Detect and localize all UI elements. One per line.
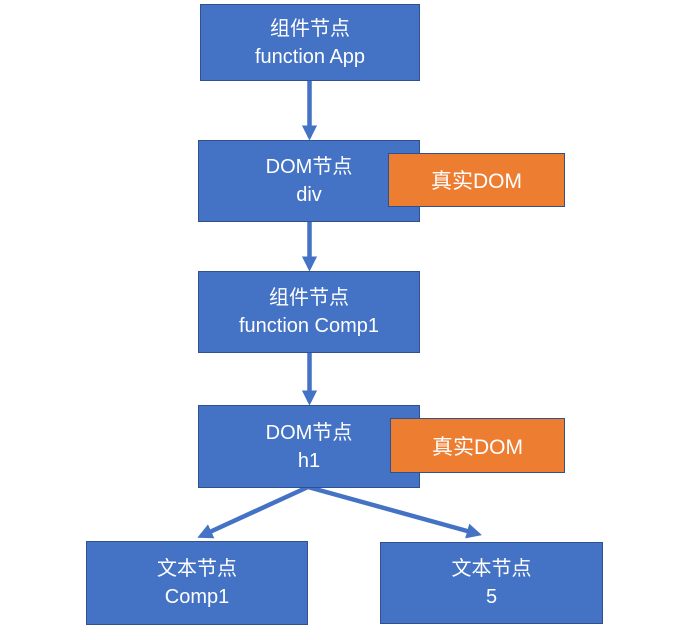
edge-h1-to-text-comp1	[197, 484, 309, 539]
node-type-label: 文本节点	[157, 558, 237, 580]
node-type-label: DOM节点	[265, 156, 353, 178]
node-value-label: 5	[485, 586, 498, 608]
node-value-label: function App	[254, 45, 366, 68]
badge-label: 真实DOM	[431, 170, 522, 193]
node-value-label: div	[296, 184, 322, 206]
node-value-label: function Comp1	[238, 315, 380, 337]
node-type-label: 组件节点	[270, 17, 350, 40]
node-text-comp1: 文本节点 Comp1	[86, 541, 308, 625]
node-function-comp1: 组件节点 function Comp1	[198, 271, 420, 353]
node-value-label: h1	[297, 449, 321, 472]
node-dom-h1: DOM节点 h1	[198, 405, 420, 488]
real-dom-badge-div: 真实DOM	[388, 153, 565, 207]
badge-label: 真实DOM	[432, 435, 523, 459]
node-type-label: DOM节点	[265, 421, 353, 444]
node-type-label: 组件节点	[269, 287, 349, 309]
node-value-label: Comp1	[164, 586, 230, 608]
edge-h1-to-text-5	[307, 484, 482, 539]
node-function-app: 组件节点 function App	[200, 4, 420, 81]
real-dom-badge-h1: 真实DOM	[390, 418, 565, 473]
node-dom-div: DOM节点 div	[198, 140, 420, 222]
node-text-5: 文本节点 5	[380, 542, 603, 624]
node-type-label: 文本节点	[451, 558, 532, 580]
